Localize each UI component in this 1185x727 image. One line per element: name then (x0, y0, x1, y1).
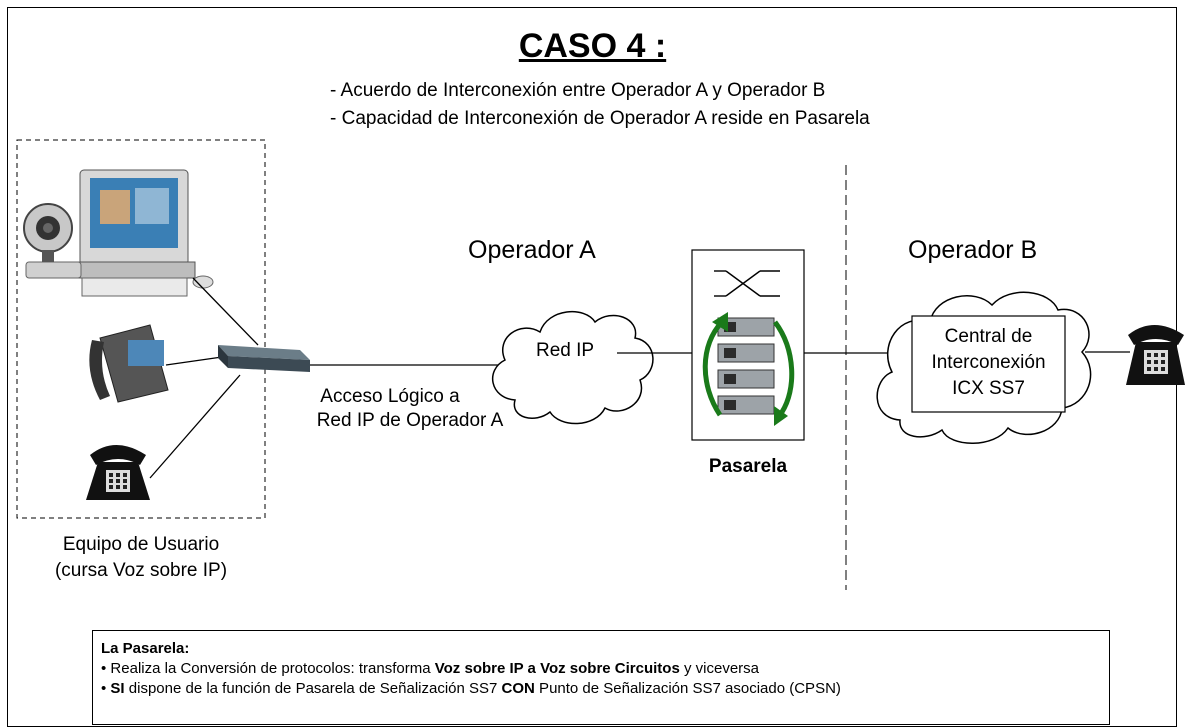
user-label-line-2: (cursa Voz sobre IP) (54, 560, 228, 581)
note-heading: La Pasarela: (101, 640, 190, 657)
red-ip-label: Red IP (536, 340, 595, 361)
central-label-line-1: Central de (944, 326, 1033, 347)
remote-phone-icon (1126, 325, 1185, 385)
user-label-line-1: Equipo de Usuario (62, 534, 220, 555)
central-label-line-3: ICX SS7 (952, 378, 1025, 399)
note-line-2: • SI dispone de la función de Pasarela d… (101, 680, 841, 697)
desk-phone-icon (86, 445, 150, 500)
page-title: CASO 4 : (518, 27, 667, 65)
central-box (911, 315, 1066, 413)
subtitle-line-2: - Capacidad de Interconexión de Operador… (330, 108, 870, 129)
pasarela-label: Pasarela (708, 456, 788, 477)
access-router-icon (218, 345, 310, 372)
ip-phone-icon (89, 324, 169, 403)
note-line-1: • Realiza la Conversión de protocolos: t… (101, 660, 760, 677)
conversion-arrows-icon (702, 320, 795, 417)
central-label-line-2: Interconexión (931, 352, 1046, 373)
operator-a-label: Operador A (468, 236, 596, 264)
computer-icon (23, 169, 214, 297)
operator-b-label: Operador B (908, 236, 1038, 264)
access-label-line-2: Red IP de Operador A (316, 410, 504, 431)
access-label-line-1: Acceso Lógico a (320, 386, 460, 407)
server-stack-icon (717, 317, 775, 415)
user-equipment-box (16, 139, 266, 519)
note-box: La Pasarela: • Realiza la Conversión de … (92, 630, 1110, 725)
subtitle-line-1: - Acuerdo de Interconexión entre Operado… (330, 80, 826, 101)
red-ip-cloud (491, 310, 654, 425)
switch-symbol (714, 270, 780, 297)
